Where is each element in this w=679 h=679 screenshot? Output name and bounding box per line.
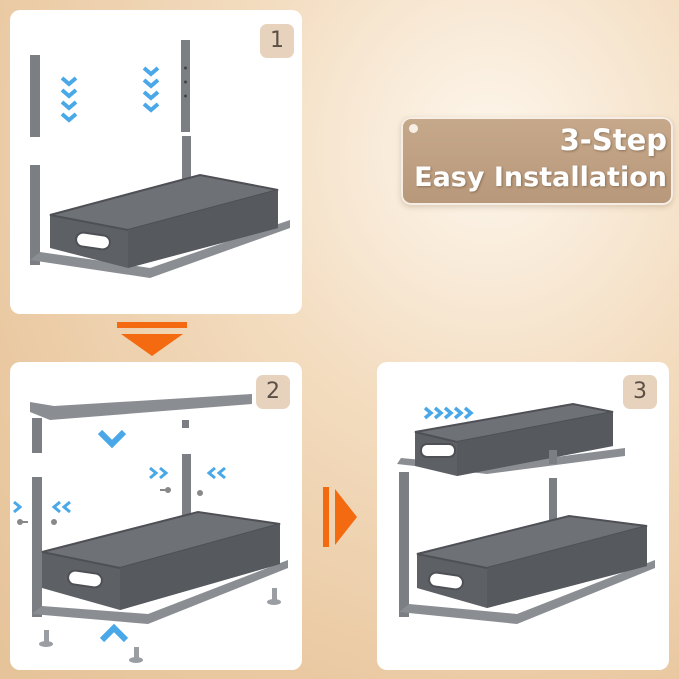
hang-hole-icon (409, 124, 418, 133)
step-2-illustration (13, 394, 288, 663)
slide-in-chevrons-icon (423, 406, 474, 420)
right-arrow-icon (323, 487, 357, 547)
step-1-panel: 1 (10, 10, 302, 314)
step-3-illustration (397, 402, 655, 624)
step-2-panel: 2 (10, 362, 302, 670)
down-chevrons-left-icon (60, 76, 78, 123)
step-3-panel: 3 (377, 362, 669, 670)
step-1-badge: 1 (260, 24, 294, 58)
side-chevrons-icon (13, 466, 226, 514)
step-1-illustration (30, 40, 290, 278)
title-banner: 3-Step Easy Installation (401, 117, 673, 205)
foot-screws-icon (39, 588, 281, 663)
up-chevron-icon (99, 623, 129, 643)
title-line-2: Easy Installation (414, 162, 667, 193)
title-line-1: 3-Step (559, 123, 667, 157)
step-3-badge: 3 (623, 375, 657, 409)
down-chevron-icon (97, 429, 127, 449)
down-arrow-icon (117, 322, 187, 356)
step-2-badge: 2 (256, 375, 290, 409)
down-chevrons-right-icon (142, 66, 160, 113)
